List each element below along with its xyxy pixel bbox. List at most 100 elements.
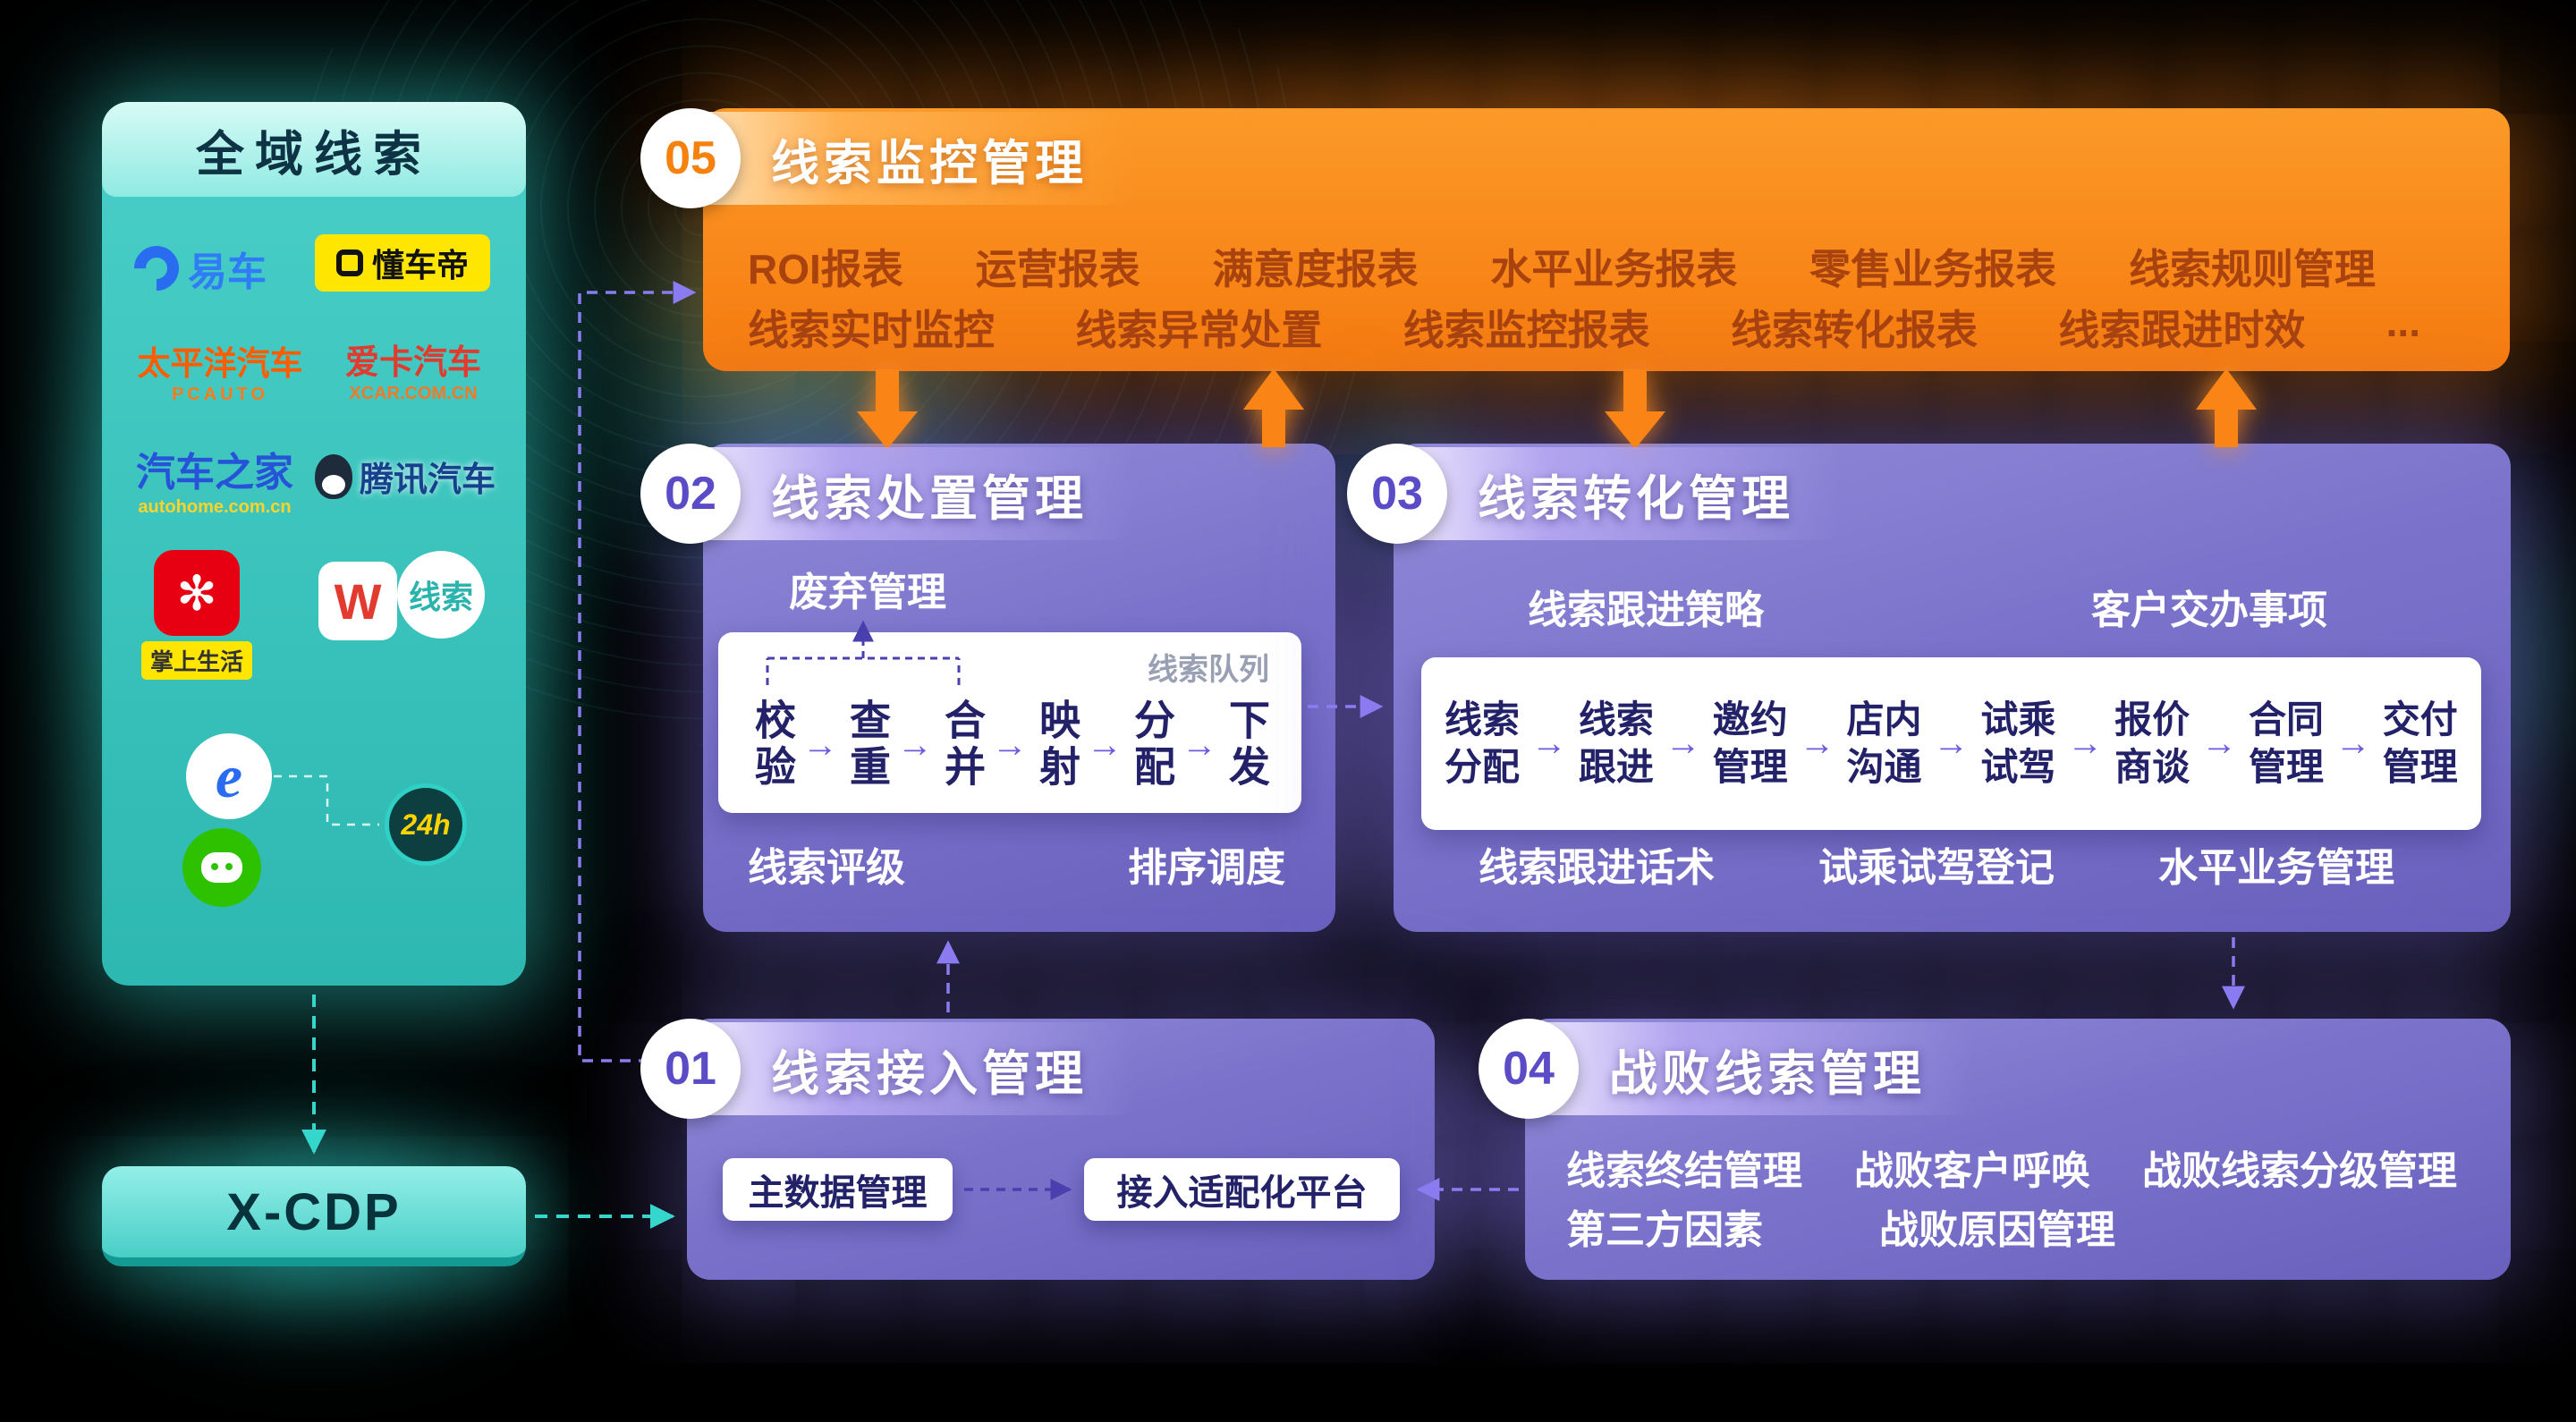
xcar-logo: 爱卡汽车 XCAR.COM.CN <box>333 334 494 404</box>
followup-strategy-label: 线索跟进策略 <box>1528 588 1764 632</box>
ie-logo: e <box>186 733 272 819</box>
monitor-item: 线索规则管理 <box>2129 246 2376 292</box>
monitor-item: 运营报表 <box>975 246 1140 292</box>
monitor-item: 线索跟进时效 <box>2058 307 2306 353</box>
badge-04: 04 <box>1479 1019 1579 1119</box>
conversion-step: 邀约 管理 <box>1712 698 1788 788</box>
dongchedi-label: 懂车帝 <box>371 247 469 284</box>
defeat-reason-label: 战败原因管理 <box>1879 1208 2115 1252</box>
arrow-monitor-down-03 <box>1605 369 1665 449</box>
monitor-item: ROI报表 <box>748 246 903 292</box>
arrow-03-up-monitor <box>2196 368 2257 447</box>
lead-queue-box: 线索队列 校验 查重 合并 映射 分配 下发 <box>718 632 1301 813</box>
headset-24h-icon: 24h <box>385 783 467 866</box>
w-letter-icon: W <box>318 562 397 640</box>
arrow-right-icon <box>2067 724 2103 764</box>
pcauto-label: 太平洋汽车 <box>137 345 303 382</box>
conversion-bottom-labels: 线索跟进话术 试乘试驾登记 水平业务管理 <box>1479 835 2394 893</box>
monitor-item: ... <box>2385 299 2420 345</box>
ie-e-icon: e <box>186 733 272 819</box>
conversion-steps: 线索 分配 线索 跟进 邀约 管理 店内 沟通 试乘 试驾 报价 商谈 合同 管… <box>1421 657 2481 830</box>
queue-step: 合并 <box>939 698 986 791</box>
customer-tasks-label: 客户交办事项 <box>2091 588 2327 632</box>
monitor-item: 水平业务报表 <box>1490 246 1738 292</box>
header-02: 02 线索处置管理 <box>640 444 1134 544</box>
arrow-right-icon <box>1087 725 1123 766</box>
autohome-label: 汽车之家 <box>136 451 293 495</box>
queue-step: 查重 <box>844 698 891 791</box>
badge-05: 05 <box>640 108 741 208</box>
badge-02: 02 <box>640 444 741 544</box>
master-data-box: 主数据管理 <box>723 1158 953 1221</box>
tencent-auto-label: 腾讯汽车 <box>360 461 496 499</box>
monitor-row-1: ROI报表 运营报表 满意度报表 水平业务报表 零售业务报表 线索规则管理 <box>748 237 2376 296</box>
xcdp-label: X-CDP <box>226 1182 402 1241</box>
xiansuo-badge: 线索 <box>397 551 485 639</box>
wechat-logo <box>182 828 261 907</box>
monitor-row-2: 线索实时监控 线索异常处置 线索监控报表 线索转化报表 线索跟进时效 ... <box>748 298 2420 357</box>
conversion-steps-box: 线索 分配 线索 跟进 邀约 管理 店内 沟通 试乘 试驾 报价 商谈 合同 管… <box>1421 657 2481 830</box>
title-defeated-leads: 战败线索管理 <box>1527 1022 1972 1115</box>
hotline-24h-logo: 24h <box>385 783 467 866</box>
access-adapter-box: 接入适配化平台 <box>1084 1158 1400 1221</box>
thirdparty-factor-label: 第三方因素 <box>1566 1208 1763 1252</box>
wechat-bubble-icon <box>182 828 261 907</box>
arrow-right-icon <box>1665 724 1701 764</box>
badge-03: 03 <box>1347 444 1447 544</box>
arrow-right-icon <box>2201 724 2237 764</box>
discard-management-label: 废弃管理 <box>789 571 946 614</box>
yiche-logo: 易车 <box>124 236 267 300</box>
yiche-label: 易车 <box>188 250 267 294</box>
monitor-item: 满意度报表 <box>1212 246 1419 292</box>
defeated-row-2: 第三方因素 战败原因管理 <box>1566 1198 2115 1255</box>
arrow-right-icon <box>2335 724 2371 764</box>
dongchedi-car-icon <box>335 250 363 276</box>
arrow-right-icon <box>897 725 933 766</box>
penguin-icon <box>315 453 352 499</box>
badge-01: 01 <box>640 1019 741 1119</box>
xiansuo-label: 线索 <box>397 551 485 639</box>
conversion-top-labels: 线索跟进策略 客户交办事项 <box>1528 578 2327 635</box>
lead-termination-label: 线索终结管理 <box>1566 1149 1802 1193</box>
arrow-right-icon <box>1182 725 1217 766</box>
disposal-bottom-labels: 线索评级 排序调度 <box>748 835 1285 893</box>
monitor-item: 线索异常处置 <box>1075 307 1323 353</box>
queue-step: 分配 <box>1129 698 1175 791</box>
autohome-sub-label: autohome.com.cn <box>138 497 292 517</box>
monitor-item: 线索实时监控 <box>748 307 995 353</box>
xcdp-block: X-CDP <box>102 1166 526 1266</box>
conversion-step: 线索 跟进 <box>1578 698 1654 788</box>
flower-icon <box>154 550 240 636</box>
header-03: 03 线索转化管理 <box>1347 444 1841 544</box>
zhangshang-label: 掌上生活 <box>141 641 253 680</box>
dongchedi-logo: 懂车帝 <box>315 234 490 292</box>
monitor-item: 线索监控报表 <box>1402 307 1650 353</box>
title-lead-monitoring: 线索监控管理 <box>689 112 1134 205</box>
xcar-sub-label: XCAR.COM.CN <box>349 384 478 403</box>
lead-queue-steps: 校验 查重 合并 映射 分配 下发 <box>743 690 1276 800</box>
sort-schedule-label: 排序调度 <box>1128 846 1285 890</box>
defeated-grading-label: 战败线索分级管理 <box>2142 1149 2457 1193</box>
arrow-right-icon <box>1800 724 1835 764</box>
w-logo: W <box>318 562 397 640</box>
header-01: 01 线索接入管理 <box>640 1019 1134 1119</box>
autohome-logo: 汽车之家 autohome.com.cn <box>125 440 304 518</box>
conversion-step: 报价 商谈 <box>2114 698 2190 788</box>
arrow-right-icon <box>1933 724 1969 764</box>
conversion-step: 试乘 试驾 <box>1980 698 2056 788</box>
lead-queue-label: 线索队列 <box>1148 653 1269 687</box>
lead-rating-label: 线索评级 <box>748 846 905 890</box>
monitor-item: 线索转化报表 <box>1730 307 1978 353</box>
conversion-step: 交付 管理 <box>2382 698 2458 788</box>
conversion-step: 合同 管理 <box>2248 698 2324 788</box>
testdrive-register-label: 试乘试驾登记 <box>1818 846 2055 890</box>
arrow-right-icon <box>802 725 838 766</box>
queue-step: 校验 <box>750 698 796 791</box>
sidebar-title: 全域线索 <box>102 102 526 197</box>
conversion-step: 线索 分配 <box>1445 698 1521 788</box>
title-lead-access: 线索接入管理 <box>689 1022 1134 1115</box>
followup-script-label: 线索跟进话术 <box>1479 846 1715 890</box>
title-lead-disposal: 线索处置管理 <box>689 447 1134 540</box>
horizontal-biz-label: 水平业务管理 <box>2158 846 2394 890</box>
